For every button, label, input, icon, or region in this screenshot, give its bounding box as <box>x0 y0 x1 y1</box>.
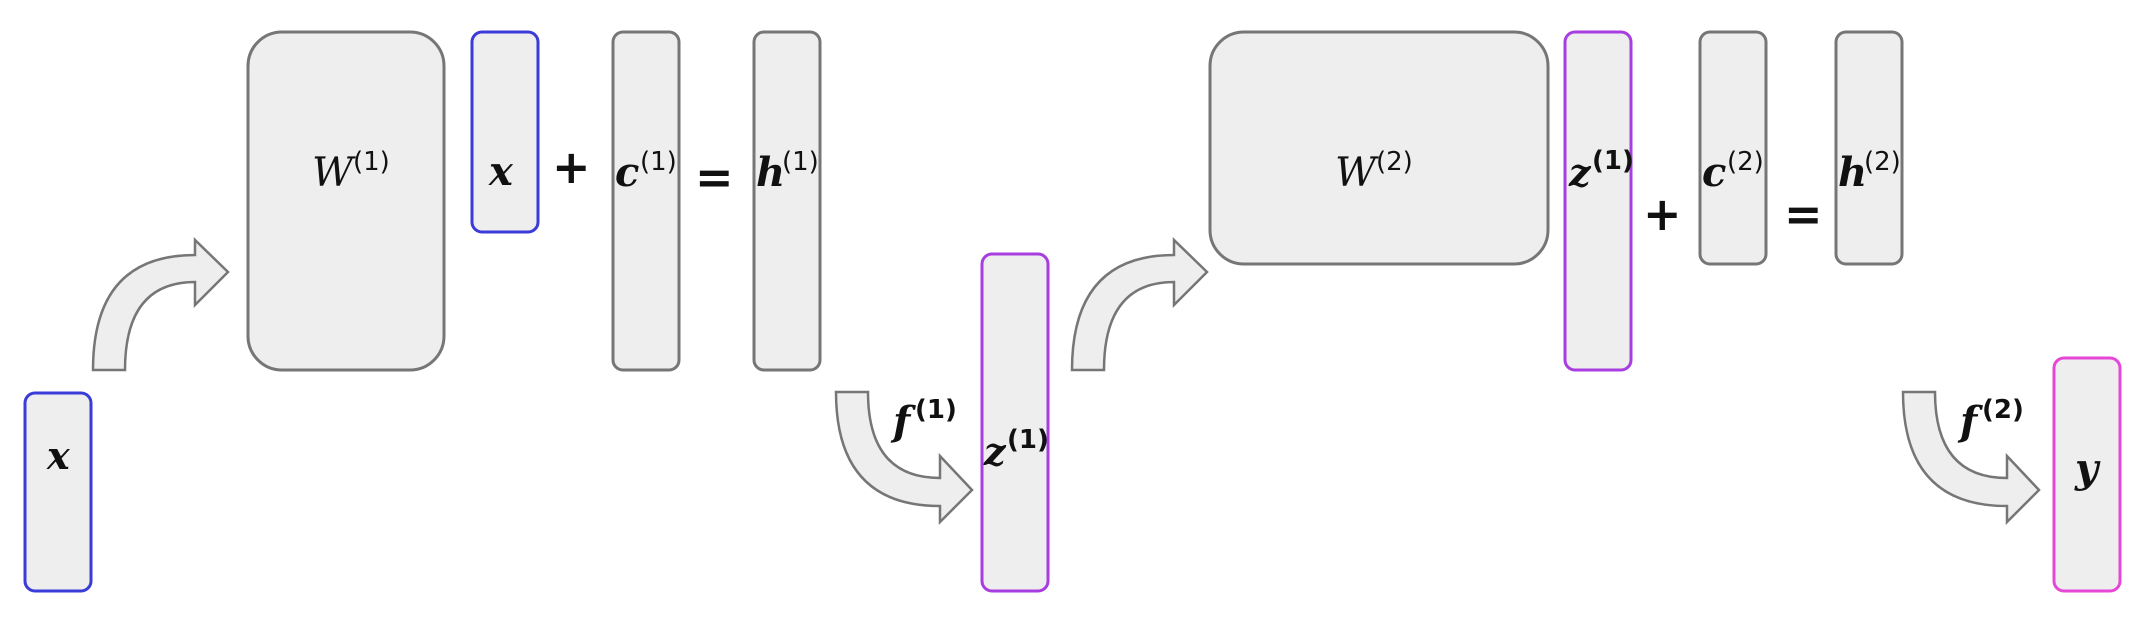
input-z1-sup: (1) <box>1592 146 1634 176</box>
input-x-vector <box>23 391 93 593</box>
output-y-vector <box>2052 356 2122 593</box>
weight-matrix-w1 <box>246 30 446 372</box>
input-x-column-label: x <box>488 148 514 195</box>
input-x-label: x <box>46 433 71 478</box>
input-x-column <box>470 30 540 234</box>
input-z1-base: z <box>1568 150 1592 195</box>
curved-arrow-icon <box>91 237 230 372</box>
activation-f1-sup: (1) <box>915 395 957 425</box>
output-z1-vector <box>980 252 1050 593</box>
hidden-h1-sup: (1) <box>782 147 819 177</box>
bias-c2-base: c <box>1702 149 1726 196</box>
hidden-h2-vector <box>1834 30 1904 266</box>
hidden-h2-sup: (2) <box>1864 147 1901 177</box>
activation-f1-base: f <box>890 398 916 445</box>
weight-w1-base: W <box>312 150 356 196</box>
weight-matrix-w2 <box>1208 30 1550 266</box>
curved-arrow-down-icon-2 <box>1901 390 2041 526</box>
bias-c1-vector <box>611 30 681 372</box>
equals-operator-2: = <box>1784 187 1823 241</box>
input-z1-column <box>1563 30 1633 372</box>
bias-c1-sup: (1) <box>640 147 677 177</box>
hidden-h1-vector <box>752 30 822 372</box>
bias-c2-sup: (2) <box>1727 147 1764 177</box>
weight-w2-sup: (2) <box>1376 147 1413 177</box>
plus-operator-2: + <box>1643 187 1682 241</box>
output-z1-base: z <box>983 429 1007 474</box>
plus-operator: + <box>552 140 591 194</box>
bias-c1-base: c <box>615 149 639 196</box>
curved-arrow-down-icon <box>834 390 974 526</box>
weight-w1-sup: (1) <box>353 147 390 177</box>
hidden-h1-base: h <box>756 149 785 196</box>
bias-c2-vector <box>1698 30 1768 266</box>
equals-operator: = <box>695 150 734 204</box>
output-z1-sup: (1) <box>1007 425 1049 455</box>
hidden-h2-base: h <box>1838 149 1867 196</box>
curved-arrow-icon-2 <box>1070 237 1209 372</box>
activation-f2-sup: (2) <box>1982 395 2024 425</box>
activation-f2-base: f <box>1957 398 1983 445</box>
output-y-label: y <box>2074 445 2101 492</box>
weight-w2-base: W <box>1335 150 1379 196</box>
